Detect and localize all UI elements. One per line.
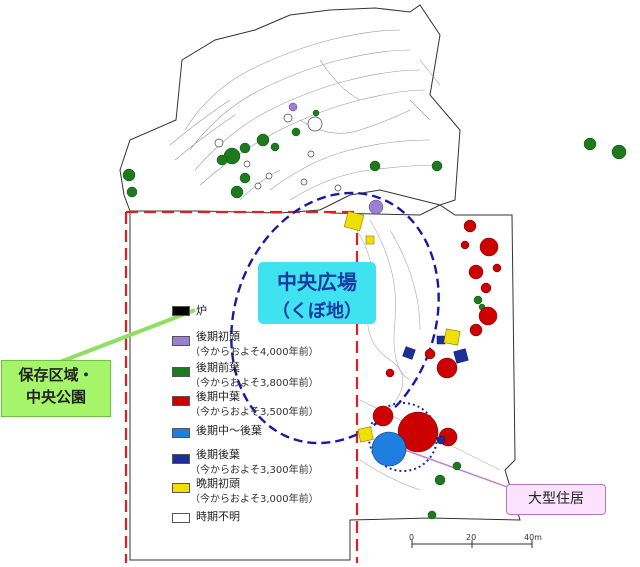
legend-sub-late-mid: （今からおよそ3,500年前）: [190, 407, 319, 418]
preserve-line-1: 保存区域・: [18, 366, 94, 384]
legend-sub-early-late: （今からおよそ4,000年前）: [190, 347, 319, 358]
legend-label-unknown: 時期不明: [196, 510, 240, 523]
preserve-area-label: 保存区域・ 中央公園: [1, 360, 111, 417]
scale-tick-20: 20: [466, 533, 477, 542]
legend-label-late-first: 後期前葉: [196, 361, 240, 374]
feature-lightblue: [371, 431, 407, 467]
legend-swatch-late-first: [172, 367, 190, 377]
features-purple: [288, 102, 384, 215]
large-house-label: 大型住居: [506, 484, 606, 515]
features-red: [372, 219, 502, 453]
legend-swatch-final-early: [172, 483, 190, 493]
legend-swatch-early-late: [172, 336, 190, 346]
scale-bar: [411, 540, 533, 548]
legend-label-late-later: 後期後葉: [196, 448, 240, 461]
features-yellow: [343, 210, 461, 443]
legend-label-late-mid: 後期中葉: [196, 390, 240, 403]
features-unknown: [214, 113, 342, 192]
plaza-subtitle: （くぼ地）: [272, 301, 362, 322]
lower-survey-outline: [129, 204, 521, 561]
central-plaza-label: 中央広場 （くぼ地）: [258, 262, 376, 324]
contour-lines: [169, 29, 441, 201]
legend-sub-late-later: （今からおよそ3,300年前）: [190, 465, 319, 476]
preserve-pointer: [59, 308, 196, 364]
features-green: [122, 109, 627, 520]
legend-swatch-late-mid-later: [172, 428, 190, 438]
legend-swatch-late-later: [172, 454, 190, 464]
preserve-area-boundary: [124, 210, 359, 563]
legend-sub-final-early: （今からおよそ3,000年前）: [190, 494, 319, 505]
legend-label-final-early: 晩期初頭: [196, 477, 240, 490]
legend-swatch-late-mid: [172, 396, 190, 406]
preserve-line-2: 中央公園: [25, 388, 86, 406]
plaza-title: 中央広場: [277, 270, 357, 294]
legend-label-hearth: 炉: [196, 304, 207, 317]
legend-swatch-hearth: [172, 306, 190, 316]
scale-tick-40: 40m: [524, 533, 542, 542]
legend-sub-late-first: （今からおよそ3,800年前）: [190, 378, 319, 389]
upper-survey-outline: [119, 4, 461, 214]
legend-label-early-late: 後期初頭: [196, 330, 240, 343]
legend-label-late-mid-later: 後期中～後葉: [196, 424, 262, 437]
legend-swatch-unknown: [172, 513, 190, 523]
scale-tick-0: 0: [409, 533, 415, 542]
